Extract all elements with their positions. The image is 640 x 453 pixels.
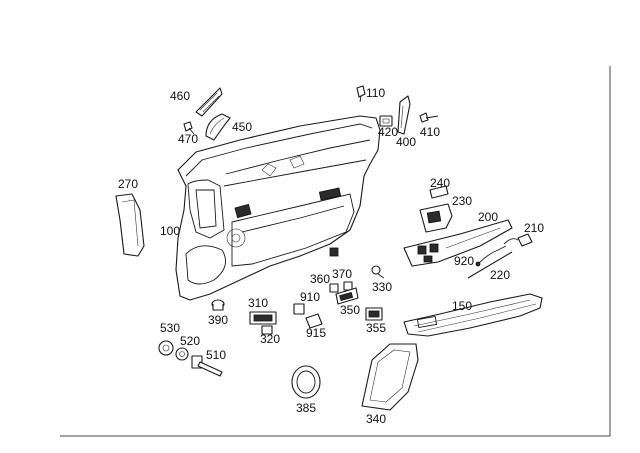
label-150: 150 (452, 299, 472, 313)
label-385: 385 (296, 401, 316, 415)
label-450: 450 (232, 120, 252, 134)
part-400-door-trim-strip[interactable] (397, 95, 411, 135)
part-100-door-panel[interactable] (175, 115, 381, 301)
label-270: 270 (118, 177, 138, 191)
label-460: 460 (170, 89, 190, 103)
label-920: 920 (454, 254, 474, 268)
label-330: 330 (372, 280, 392, 294)
part-150-armrest[interactable] (403, 293, 543, 337)
part-420-bracket[interactable] (379, 115, 393, 127)
part-910-connector[interactable] (293, 303, 305, 315)
part-355-switch[interactable] (365, 307, 383, 321)
part-240-switch[interactable] (429, 185, 449, 199)
label-210: 210 (524, 221, 544, 235)
label-530: 530 (160, 321, 180, 335)
part-350-switch-unit[interactable] (335, 287, 359, 305)
part-920-cable[interactable] (475, 245, 507, 267)
part-340-foil-sheet[interactable] (361, 343, 419, 411)
part-370-clip[interactable] (343, 281, 353, 291)
part-385-speaker-ring[interactable] (291, 365, 321, 399)
part-320-connector[interactable] (261, 325, 273, 335)
label-510: 510 (206, 348, 226, 362)
label-360: 360 (310, 272, 330, 286)
label-470: 470 (178, 132, 198, 146)
part-360-clip[interactable] (329, 283, 339, 293)
label-200: 200 (478, 210, 498, 224)
part-230-handle-insert[interactable] (419, 203, 453, 233)
label-370: 370 (332, 267, 352, 281)
diagram-frame (60, 66, 611, 437)
label-100: 100 (160, 224, 180, 238)
part-200-switch-panel[interactable] (403, 219, 513, 267)
label-390: 390 (208, 313, 228, 327)
part-915-pad[interactable] (305, 313, 323, 329)
part-210-connector[interactable] (503, 233, 533, 247)
label-520: 520 (180, 334, 200, 348)
part-450-tweeter-cover[interactable] (205, 113, 231, 141)
part-530-washer[interactable] (158, 340, 174, 356)
label-340: 340 (366, 412, 386, 426)
part-520-nut[interactable] (175, 347, 189, 361)
label-220: 220 (490, 268, 510, 282)
part-270-side-cover[interactable] (115, 193, 145, 257)
part-470-screw[interactable] (183, 121, 195, 135)
part-number-labels: 460 470 450 110 420 400 410 270 100 240 … (118, 86, 544, 426)
part-460-mirror-trim[interactable] (195, 87, 223, 117)
part-220-rod[interactable] (467, 251, 513, 279)
label-240: 240 (430, 176, 450, 190)
part-410-screw[interactable] (419, 112, 439, 123)
part-390-grommet[interactable] (211, 299, 225, 311)
part-110-clip[interactable] (356, 85, 366, 103)
label-400: 400 (396, 135, 416, 149)
label-350: 350 (340, 303, 360, 317)
label-355: 355 (366, 321, 386, 335)
label-110: 110 (366, 86, 385, 100)
part-330-screw[interactable] (371, 265, 385, 279)
label-230: 230 (452, 194, 472, 208)
label-320: 320 (260, 332, 280, 346)
label-310: 310 (248, 296, 268, 310)
part-510-bolt[interactable] (191, 355, 223, 377)
label-910: 910 (300, 290, 320, 304)
label-420: 420 (378, 125, 398, 139)
part-310-switch-block[interactable] (249, 311, 277, 325)
label-915: 915 (306, 326, 326, 340)
label-410: 410 (420, 125, 440, 139)
